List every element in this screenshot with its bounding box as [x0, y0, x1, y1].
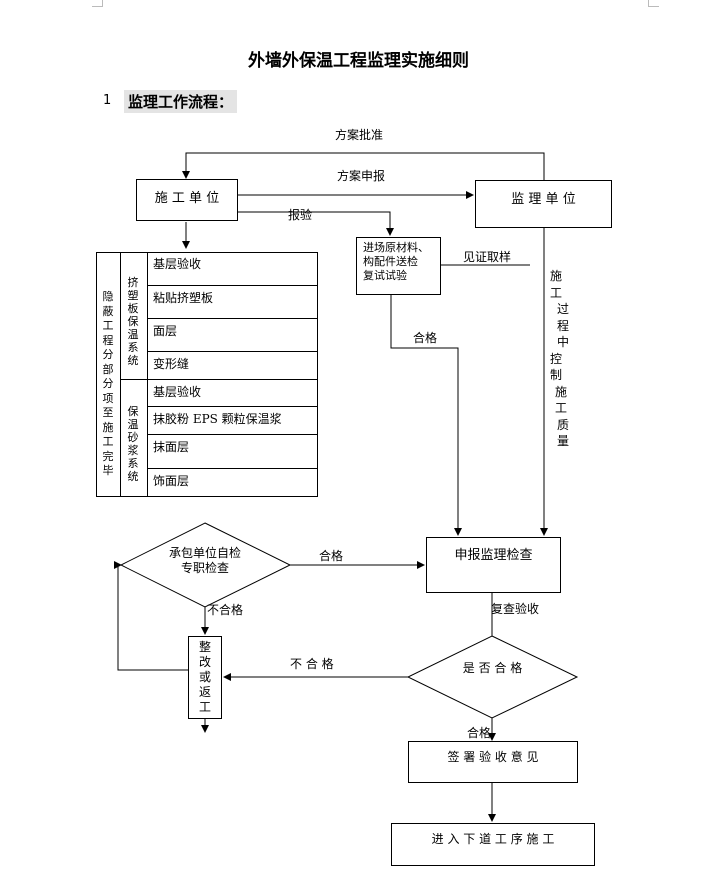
report-check-label: 报验: [288, 208, 313, 222]
xps-item: 粘贴挤塑板: [148, 285, 318, 318]
mortar-system-label: 保温砂浆系统: [127, 405, 139, 483]
mortar-item: 饰面层: [148, 468, 318, 497]
process-control-label: 施工 过程 中控 制施 工质 量: [549, 269, 570, 448]
contractor-box: 施 工 单 位: [136, 179, 238, 221]
xps-item: 变形缝: [148, 351, 318, 379]
hidden-works-table: [96, 252, 318, 497]
material-test-box: 进场原材料、 构配件送检 复试试验: [356, 237, 441, 295]
not-qualified-label-2: 不 合 格: [290, 657, 334, 671]
witness-sampling-label: 见证取样: [463, 250, 512, 264]
self-check-text: 承包单位自检 专职检查: [168, 546, 241, 575]
mortar-item: 抹胶粉 EPS 颗粒保温浆: [148, 406, 318, 434]
section-number: 1: [103, 93, 112, 108]
is-qualified-text: 是 否 合 格: [462, 661, 523, 675]
qualified-label-3: 合格: [467, 726, 492, 740]
table-divider-1: [120, 252, 121, 497]
not-qualified-label-1: 不合格: [207, 603, 244, 617]
table-divider-2: [147, 252, 148, 497]
scheme-report-label: 方案申报: [337, 169, 386, 183]
recheck-label: 复查验收: [491, 602, 540, 616]
qualified-label-2: 合格: [319, 549, 344, 563]
hidden-works-label: 隐蔽工程分部分项至施工完毕: [102, 290, 114, 477]
page-corner-mark-left: [92, 0, 103, 7]
page-corner-mark-right: [648, 0, 659, 7]
next-step-box: 进 入 下 道 工 序 施 工: [391, 823, 595, 866]
mortar-item: 基层验收: [148, 379, 318, 406]
scheme-approval-label: 方案批准: [335, 128, 384, 142]
report-inspection-box: 申报监理检查: [426, 537, 561, 593]
supervisor-box: 监 理 单 位: [475, 180, 612, 228]
qualified-label-1: 合格: [413, 331, 438, 345]
document-title: 外墙外保温工程监理实施细则: [248, 51, 469, 71]
table-divider-3: [120, 379, 148, 380]
rectify-box: 整改或返工: [188, 636, 222, 719]
xps-system-label: 挤塑板保温系统: [127, 276, 139, 367]
xps-item: 面层: [148, 318, 318, 351]
section-title: 监理工作流程：: [124, 90, 238, 113]
mortar-item: 抹面层: [148, 434, 318, 468]
sign-opinion-box: 签 署 验 收 意 见: [408, 741, 578, 783]
xps-item: 基层验收: [153, 257, 202, 271]
